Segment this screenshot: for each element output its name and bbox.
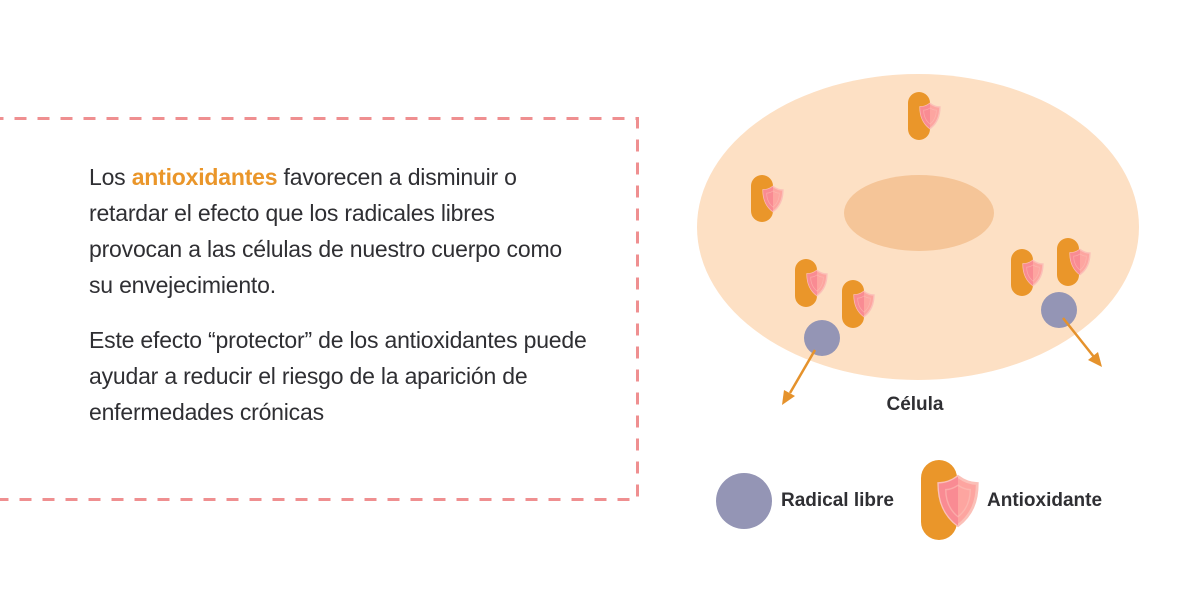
antioxidant-lower-left-1 — [795, 259, 828, 307]
paragraph1-prefix: Los — [89, 164, 132, 190]
radical-right — [1041, 292, 1077, 328]
cell-label: Célula — [886, 394, 944, 415]
paragraph-antioxidants-effect: Los antioxidantes favorecen a disminuir … — [89, 159, 589, 303]
paragraph1-suffix: favorecen a disminuir o retardar el efec… — [89, 164, 563, 298]
antioxidant-top — [908, 92, 941, 140]
radical-circle-icon — [716, 473, 772, 529]
antioxidant-shield-icon — [921, 460, 979, 540]
paragraph-protective-effect: Este efecto “protector” de los antioxida… — [89, 327, 587, 425]
legend-radical-label: Radical libre — [781, 490, 894, 511]
arrow-right — [1062, 317, 1102, 367]
antioxidant-right-2 — [1057, 238, 1091, 286]
antioxidant-lower-left-2 — [842, 280, 875, 328]
highlight-antioxidantes: antioxidantes — [131, 164, 278, 190]
dashed-border — [0, 117, 639, 501]
legend-antioxidant-label: Antioxidante — [987, 490, 1103, 511]
info-box: Los antioxidantes favorecen a disminuir … — [0, 117, 639, 501]
info-text: Los antioxidantes favorecen a disminuir … — [89, 159, 589, 449]
arrow-left — [782, 349, 817, 405]
nucleus — [844, 175, 994, 251]
antioxidant-left — [751, 175, 784, 222]
antioxidant-right-1 — [1011, 249, 1044, 296]
radical-left — [804, 320, 840, 356]
